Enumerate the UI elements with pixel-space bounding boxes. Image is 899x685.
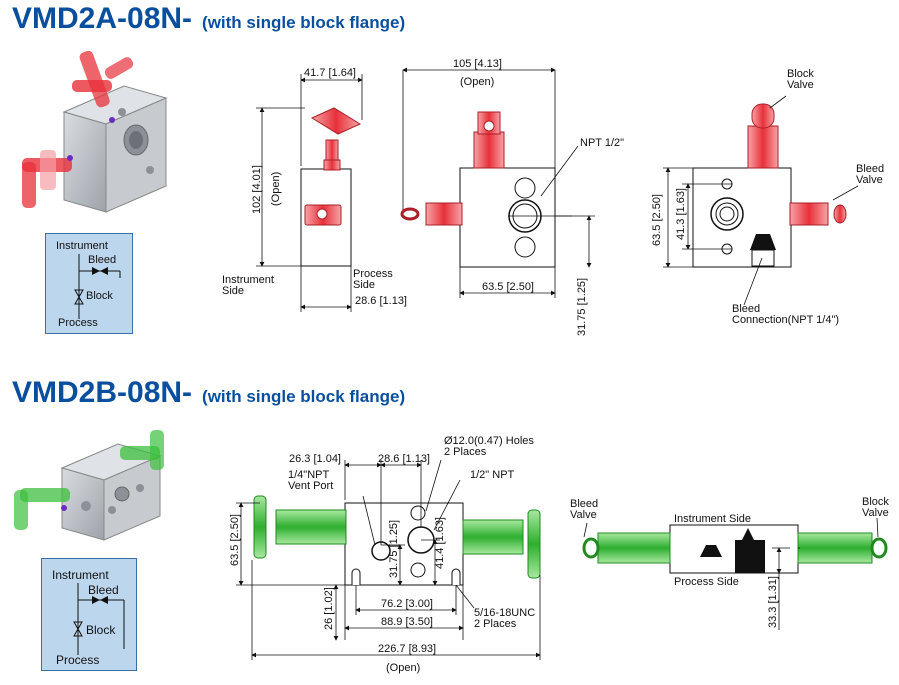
label-b-instrument-side: Instrument Side bbox=[674, 513, 751, 525]
section-title-a: VMD2A-08N- (with single block flange) bbox=[12, 2, 405, 36]
schematic-process-label: Process bbox=[56, 653, 100, 667]
drawing-a-front-view bbox=[400, 67, 595, 298]
label-line: Instrument bbox=[222, 274, 274, 286]
dim-a-rear-h2: 41.3 [1.63] bbox=[675, 188, 687, 240]
drawing-a-rear-view bbox=[663, 95, 859, 306]
label-b-npt: 1/2" NPT bbox=[470, 469, 515, 481]
model-subtitle: (with single block flange) bbox=[202, 13, 406, 32]
dimension-labels: 41.7 [1.64] 102 [4.01] (Open) Instrument… bbox=[222, 58, 889, 674]
dim-a-front-height: 31.75 [1.25] bbox=[576, 278, 588, 336]
dim-b-total: 226.7 [8.93] bbox=[378, 643, 436, 655]
dim-b-top-height: 33.3 [1.31] bbox=[767, 576, 779, 628]
schematic-instrument-label: Instrument bbox=[52, 568, 109, 582]
label-line: Process bbox=[353, 268, 393, 280]
label-line: Block bbox=[862, 496, 889, 508]
label-b-process-side: Process Side bbox=[674, 576, 739, 588]
valve-3d-render-b bbox=[14, 430, 164, 541]
dim-a-side-height: 102 [4.01] bbox=[251, 165, 263, 214]
schematic-block-label: Block bbox=[86, 623, 116, 637]
section-title-b: VMD2B-08N- (with single block flange) bbox=[12, 376, 405, 410]
label-line: Valve bbox=[856, 174, 883, 186]
label-line: Vent Port bbox=[288, 480, 333, 492]
dim-a-side-open: (Open) bbox=[270, 172, 282, 206]
label-line: 2 Places bbox=[474, 618, 517, 630]
label-line: Ø12.0(0.47) Holes bbox=[444, 435, 534, 447]
schematic-bleed-label: Bleed bbox=[88, 583, 119, 597]
label-line: Bleed bbox=[732, 303, 760, 315]
label-line: Valve bbox=[862, 507, 889, 519]
dim-b-v1: 31.75 [1.25] bbox=[388, 520, 400, 578]
label-line: Valve bbox=[570, 509, 597, 521]
schematic-instrument-label: Instrument bbox=[56, 240, 108, 252]
label-line: 5/16-18UNC bbox=[474, 607, 535, 619]
label-line: Valve bbox=[787, 79, 814, 91]
dim-a-front-base: 63.5 [2.50] bbox=[482, 281, 534, 293]
dim-a-side-width: 41.7 [1.64] bbox=[304, 67, 356, 79]
label-line: 1/4"NPT bbox=[288, 469, 329, 481]
label-line: Bleed bbox=[570, 498, 598, 510]
label-line: Bleed bbox=[856, 163, 884, 175]
label-line: Side bbox=[353, 279, 375, 291]
dim-a-rear-h1: 63.5 [2.50] bbox=[651, 194, 663, 246]
drawing-b-front-view bbox=[236, 459, 541, 660]
dim-b-v2: 41.4 [1.63] bbox=[434, 517, 446, 569]
dim-b-v3: 26 [1.02] bbox=[323, 587, 335, 630]
drawing-a-side-view bbox=[256, 74, 363, 312]
model-name: VMD2A-08N- bbox=[12, 2, 193, 35]
drawing-b-top-view bbox=[582, 517, 888, 630]
dim-b-w2: 88.9 [3.50] bbox=[381, 616, 433, 628]
label-line: Connection(NPT 1/4") bbox=[732, 314, 839, 326]
label-a-npt: NPT 1/2" bbox=[580, 137, 624, 149]
model-subtitle: (with single block flange) bbox=[202, 387, 406, 406]
schematic-process-label: Process bbox=[58, 317, 98, 329]
dim-a-front-width: 105 [4.13] bbox=[453, 58, 502, 70]
schematic-block-label: Block bbox=[86, 290, 113, 302]
schematic-b-lines bbox=[73, 583, 125, 655]
dim-a-side-base: 28.6 [1.13] bbox=[355, 295, 407, 307]
label-line: Side bbox=[222, 285, 244, 297]
dim-b-w1: 76.2 [3.00] bbox=[381, 598, 433, 610]
label-line: 2 Places bbox=[444, 446, 487, 458]
dim-b-h-left: 63.5 [2.50] bbox=[229, 514, 241, 566]
label-line: Block bbox=[787, 68, 814, 80]
dim-b-d1: 26.3 [1.04] bbox=[289, 453, 341, 465]
schematic-a-lines bbox=[74, 254, 121, 319]
dim-b-open: (Open) bbox=[386, 662, 420, 674]
schematic-bleed-label: Bleed bbox=[88, 254, 117, 266]
dim-b-d2: 28.6 [1.13] bbox=[378, 453, 430, 465]
schematic-a: Instrument Bleed Block Process bbox=[45, 233, 133, 334]
dim-a-front-open: (Open) bbox=[460, 76, 494, 88]
valve-3d-render-a bbox=[22, 50, 168, 213]
model-name: VMD2B-08N- bbox=[12, 376, 193, 409]
schematic-b: Instrument Bleed Block Process bbox=[41, 558, 137, 671]
